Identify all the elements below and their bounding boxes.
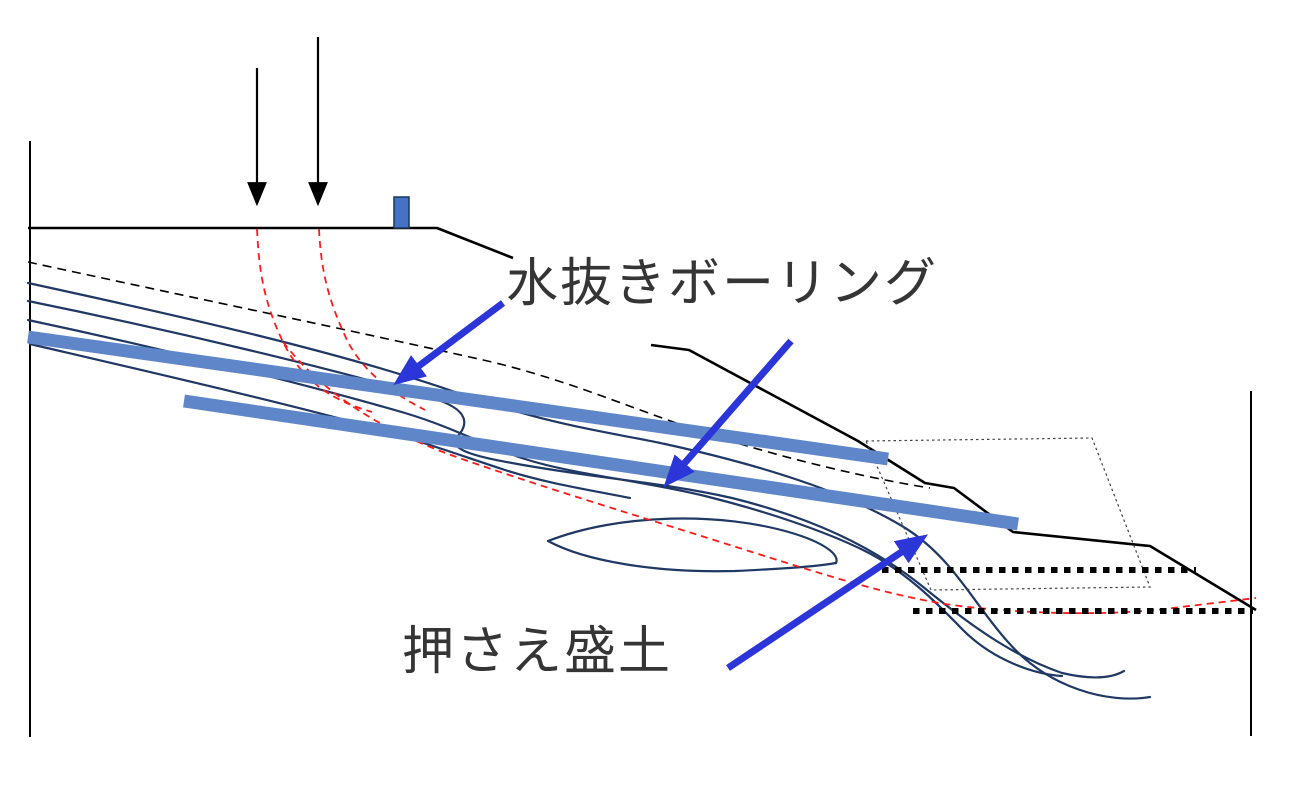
annotation-arrows [393,300,928,671]
drainage-boring-bar-lower [183,394,1019,531]
strata-line-1 [26,281,1152,700]
slip-surface [256,228,1257,615]
drainage-boring-pointer-arrow-icon [393,300,506,386]
load-arrows [247,37,328,207]
slip-surface-branch-left [256,228,373,413]
counterweight-fill-label: 押さえ盛土 [402,623,673,681]
strata-line-3 [26,318,1064,678]
original-ground-dashed-line [27,261,931,489]
counterweight-fill-pointer-arrow-icon [726,534,928,671]
strata-lens-lower [546,539,838,573]
slip-surface-main [282,341,1257,615]
drainage-boring-bar-upper [27,330,889,466]
surface-structure-marker [393,196,410,229]
drainage-boring-pointer-arrow-icon [663,338,794,488]
ground-surface-upper-bench [28,226,514,260]
drainage-boring-label: 水抜きボーリング [506,255,939,313]
strata-lens-upper [546,517,838,565]
counterweight-fill-outline [865,437,1151,591]
ground-surface-lower-slope [650,343,1257,612]
